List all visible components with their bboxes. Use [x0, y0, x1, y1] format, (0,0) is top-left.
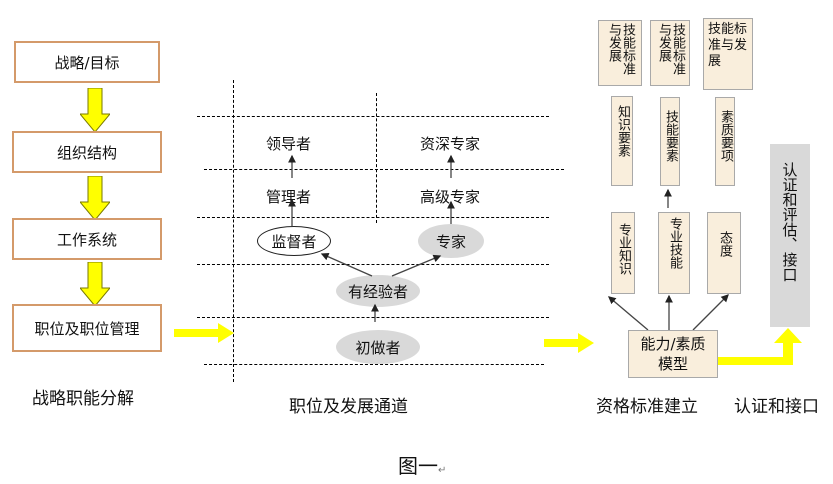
grid-hline [197, 217, 549, 218]
knowledge-element-label: 知识要素 [615, 105, 630, 157]
node-supervisor: 监督者 [257, 226, 331, 256]
right-column-title: 资格标准建立 [596, 397, 698, 417]
skill-standard-label-2: 技能标准与发展 [656, 23, 685, 75]
node-experienced: 有经验者 [336, 275, 420, 307]
node-senior-expert: 资深专家 [420, 135, 481, 153]
professional-knowledge-box: 专业知识 [611, 212, 635, 294]
down-arrow-icon [80, 176, 110, 220]
org-structure-box: 组织结构 [12, 131, 162, 173]
node-manager: 管理者 [266, 188, 312, 206]
skill-standard-box-2: 技能标准与发展 [650, 20, 690, 86]
skill-standard-box-1: 技能标准与发展 [598, 20, 642, 86]
grid-hline [204, 169, 564, 170]
down-arrow-icon [80, 88, 110, 132]
work-system-box: 工作系统 [12, 218, 162, 260]
cert-column-title: 认证和接口 [734, 397, 819, 417]
node-supervisor-label: 监督者 [271, 232, 317, 251]
grid-hline [197, 116, 549, 117]
node-leader: 领导者 [266, 135, 312, 153]
skill-standard-box-3: 技能标准与发展 [703, 18, 753, 90]
skill-element-label: 技能要素 [663, 110, 678, 162]
grid-vline-center [376, 93, 377, 223]
skill-standard-label-1: 技能标准与发展 [606, 23, 635, 75]
strategy-goal-label: 战略/目标 [54, 53, 120, 72]
node-advanced-expert: 高级专家 [420, 188, 481, 206]
attitude-label: 态度 [717, 231, 732, 257]
figure-caption: 图一↵ [398, 450, 446, 479]
competency-model-line2: 模型 [657, 355, 688, 373]
node-expert: 专家 [418, 224, 484, 258]
professional-knowledge-label: 专业知识 [616, 223, 631, 275]
position-management-label: 职位及职位管理 [34, 319, 140, 338]
professional-skill-label: 专业技能 [667, 217, 682, 269]
strategy-goal-box: 战略/目标 [14, 41, 160, 83]
certification-box: 认证和评估、接口 [770, 144, 810, 327]
position-management-box: 职位及职位管理 [12, 304, 162, 352]
grid-hline [197, 264, 549, 265]
skill-element-box: 技能要素 [660, 97, 680, 186]
right-arrow-icon [174, 323, 234, 343]
grid-vline-left [233, 80, 234, 382]
knowledge-element-box: 知识要素 [611, 96, 633, 186]
org-structure-label: 组织结构 [56, 143, 117, 162]
competency-model-line1: 能力/素质 [640, 335, 706, 353]
certification-label: 认证和评估、接口 [780, 162, 799, 282]
figure-caption-text: 图一 [398, 454, 438, 478]
competency-model-box: 能力/素质 模型 [628, 330, 718, 378]
quality-element-label: 素质要项 [718, 110, 733, 162]
left-column-title: 战略职能分解 [32, 389, 134, 409]
attitude-box: 态度 [707, 212, 741, 294]
paragraph-mark-icon: ↵ [438, 465, 447, 476]
elbow-arrow-icon [718, 328, 802, 365]
middle-column-title: 职位及发展通道 [289, 397, 408, 417]
skill-standard-label-3: 技能标准与发展 [708, 22, 748, 69]
work-system-label: 工作系统 [56, 230, 117, 249]
right-arrow-icon [544, 333, 594, 353]
down-arrow-icon [80, 262, 110, 306]
quality-element-box: 素质要项 [715, 97, 735, 186]
node-beginner: 初做者 [336, 330, 420, 364]
node-expert-label: 专家 [435, 232, 466, 251]
grid-hline [197, 317, 549, 318]
professional-skill-box: 专业技能 [658, 212, 690, 294]
grid-hline [204, 364, 544, 365]
node-experienced-label: 有经验者 [347, 282, 408, 301]
node-beginner-label: 初做者 [355, 338, 401, 357]
